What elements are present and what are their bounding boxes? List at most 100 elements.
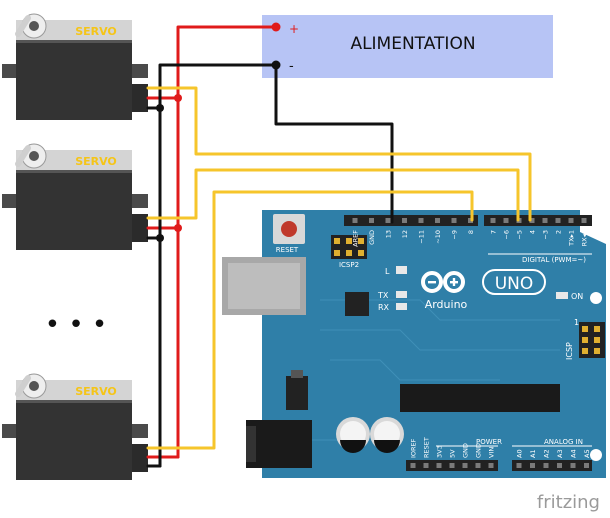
pin-label: ~10 bbox=[434, 230, 442, 244]
arduino-brand: Arduino bbox=[425, 298, 468, 311]
servo-horn-arm bbox=[15, 145, 31, 167]
servo-label: SERVO bbox=[75, 385, 117, 398]
pin-label: A3 bbox=[556, 449, 564, 458]
pin-hole bbox=[369, 218, 374, 223]
servo-shaft bbox=[29, 21, 39, 31]
led-rx bbox=[396, 303, 407, 310]
pin-hole bbox=[529, 218, 535, 223]
led-tx-label: TX bbox=[377, 291, 389, 300]
voltage-regulator bbox=[286, 376, 308, 410]
atmega-mcu bbox=[400, 384, 560, 412]
junction-dot bbox=[174, 94, 182, 102]
pin-hole bbox=[410, 463, 416, 468]
digital-header-left bbox=[344, 215, 478, 226]
servo-shaft bbox=[29, 151, 39, 161]
pin-hole bbox=[488, 463, 494, 468]
reset-label: RESET bbox=[276, 246, 299, 254]
dc-jack bbox=[246, 420, 312, 468]
servo-label: SERVO bbox=[75, 155, 117, 168]
pin-label: GND bbox=[475, 443, 483, 458]
mount-hole bbox=[590, 449, 602, 461]
pin-label: VIN bbox=[488, 447, 496, 458]
servo-body-edge bbox=[16, 170, 132, 173]
analog-pin-holes bbox=[516, 463, 589, 468]
arduino-uno-board: RESET ICSP2 bbox=[222, 210, 606, 478]
capacitor bbox=[370, 417, 404, 453]
uno-model: UNO bbox=[495, 274, 534, 294]
pin-label: 5V bbox=[449, 449, 457, 458]
digital-header-right bbox=[484, 215, 592, 226]
icsp2-label: ICSP2 bbox=[339, 261, 359, 269]
digital-pin-holes-left bbox=[352, 218, 473, 223]
pin-label: A2 bbox=[543, 449, 551, 458]
pin-label: ~6 bbox=[503, 230, 511, 240]
servo-motor: SERVO bbox=[2, 13, 148, 120]
pin-hole bbox=[475, 463, 481, 468]
pin-hole bbox=[451, 218, 457, 223]
junction-positive bbox=[271, 22, 281, 32]
power-supply-box bbox=[262, 15, 553, 78]
pin-hole bbox=[557, 463, 562, 468]
led-rx-label: RX bbox=[378, 303, 390, 312]
wire-servo2-signal bbox=[146, 168, 520, 222]
icsp-pin1-label: 1 bbox=[574, 318, 579, 327]
pin-hole bbox=[436, 463, 442, 468]
more-servos-ellipsis: • • • bbox=[45, 310, 108, 340]
pin-hole bbox=[568, 218, 574, 223]
pin-label: RX◂0 bbox=[581, 230, 589, 246]
usb-connector-inner bbox=[228, 263, 300, 309]
power-label: POWER bbox=[476, 438, 502, 446]
pin-hole bbox=[468, 218, 473, 223]
capacitor bbox=[336, 417, 370, 453]
pin-label: AREF bbox=[352, 230, 360, 247]
power-plus-label: + bbox=[289, 22, 299, 36]
pin-hole bbox=[530, 463, 535, 468]
servo-body-edge bbox=[16, 400, 132, 403]
servo-body bbox=[16, 170, 132, 250]
servo-label-plate bbox=[58, 150, 132, 170]
servo-cable-stub bbox=[132, 444, 148, 472]
servo-horn-arm bbox=[15, 375, 31, 397]
servo-body bbox=[16, 40, 132, 120]
pin-label: 12 bbox=[401, 230, 409, 238]
usb-chip bbox=[345, 292, 369, 316]
pin-hole bbox=[462, 463, 468, 468]
pin-label: GND bbox=[462, 443, 470, 458]
pin-hole bbox=[435, 218, 440, 223]
pin-hole bbox=[543, 463, 549, 468]
digital-label: DIGITAL (PWM=~) bbox=[522, 256, 586, 264]
pin-label: 4 bbox=[529, 230, 537, 234]
icsp-label: ICSP bbox=[565, 342, 574, 360]
reset-button[interactable] bbox=[281, 221, 297, 237]
servo-cable-stub bbox=[132, 84, 148, 112]
led-on-label: ON bbox=[571, 292, 583, 301]
pin-hole bbox=[449, 463, 455, 468]
power-pin-holes bbox=[410, 463, 494, 468]
pin-hole bbox=[503, 218, 509, 223]
led-l bbox=[396, 266, 407, 274]
pin-label: 2 bbox=[555, 230, 563, 234]
led-l-label: L bbox=[385, 267, 390, 276]
pin-label: A1 bbox=[529, 449, 537, 458]
pin-label: ~9 bbox=[451, 230, 459, 240]
uno-badge bbox=[482, 269, 546, 295]
pin-hole bbox=[418, 218, 424, 223]
pin-hole bbox=[516, 463, 522, 468]
voltage-regulator-tab bbox=[291, 370, 303, 378]
pin-label: A4 bbox=[570, 449, 578, 458]
analog-header bbox=[512, 460, 592, 471]
servo-label: SERVO bbox=[75, 25, 117, 38]
led-tx bbox=[396, 291, 407, 298]
junction-dot bbox=[156, 104, 164, 112]
pin-hole bbox=[581, 218, 587, 223]
servo-group: SERVO SERVO SERVO bbox=[2, 13, 148, 480]
servo-body-edge bbox=[16, 40, 132, 43]
dc-jack-front bbox=[246, 426, 256, 462]
pin-label: ~5 bbox=[516, 230, 524, 240]
junction-dot bbox=[156, 234, 164, 242]
pin-label: GND bbox=[368, 230, 376, 245]
pin-label: ~3 bbox=[542, 230, 550, 240]
